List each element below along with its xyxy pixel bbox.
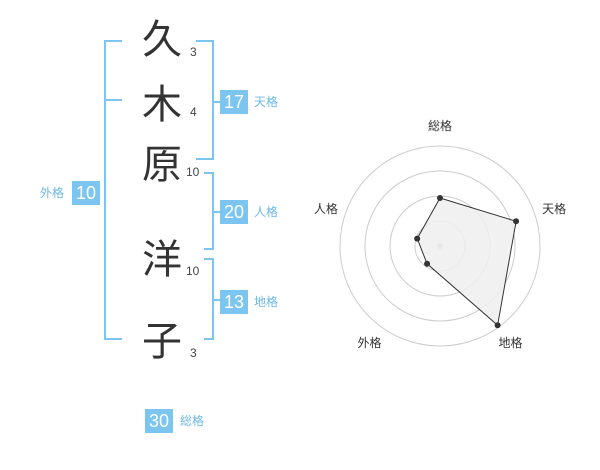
radar-point-5 <box>414 235 421 242</box>
chikaku-badge: 13 <box>220 290 249 314</box>
radar-label-5: 人格 <box>314 201 338 216</box>
radar-ring-3 <box>364 170 516 322</box>
gaikaku-badge: 10 <box>72 181 101 205</box>
tenkaku-bracket-tick <box>214 101 220 103</box>
tenkaku-badge: 17 <box>220 90 249 114</box>
radar-ring-4 <box>339 145 541 347</box>
radar-label-1: 総格 <box>428 118 452 133</box>
tenkaku-label: 天格 <box>254 95 279 109</box>
gaikaku-bracket <box>104 40 122 340</box>
radar-label-2: 天格 <box>542 201 566 216</box>
jinkaku-label: 人格 <box>254 205 279 219</box>
stroke-count-4: 10 <box>186 264 200 278</box>
name-char-5: 子 <box>142 319 182 365</box>
chikaku-bracket-tick <box>214 299 220 301</box>
jinkaku-bracket <box>204 172 214 250</box>
radar-area <box>416 197 517 327</box>
gaikaku-bracket-tick <box>104 99 122 101</box>
radar-label-3: 地格 <box>498 335 522 350</box>
jinkaku-badge: 20 <box>220 200 249 224</box>
jinkaku-bracket-tick <box>214 211 220 213</box>
gaikaku-label: 外格 <box>40 186 65 200</box>
radar-point-3 <box>494 322 501 329</box>
radar-point-2 <box>513 218 520 225</box>
radar-label-4: 外格 <box>357 335 381 350</box>
stroke-count-3: 10 <box>186 165 200 179</box>
chikaku-label: 地格 <box>254 295 279 309</box>
stroke-count-1: 3 <box>190 45 197 59</box>
radar-point-4 <box>424 260 431 267</box>
chikaku-bracket <box>204 258 214 340</box>
name-char-1: 久 <box>142 17 182 63</box>
stroke-count-5: 3 <box>190 346 197 360</box>
name-char-2: 木 <box>142 82 182 128</box>
name-char-4: 洋 <box>142 237 182 283</box>
stroke-count-2: 4 <box>190 105 197 119</box>
tenkaku-bracket <box>196 40 214 160</box>
radar-point-1 <box>437 195 443 201</box>
soukaku-badge: 30 <box>145 409 174 433</box>
soukaku-label: 総格 <box>180 414 205 428</box>
name-char-3: 原 <box>142 142 182 188</box>
